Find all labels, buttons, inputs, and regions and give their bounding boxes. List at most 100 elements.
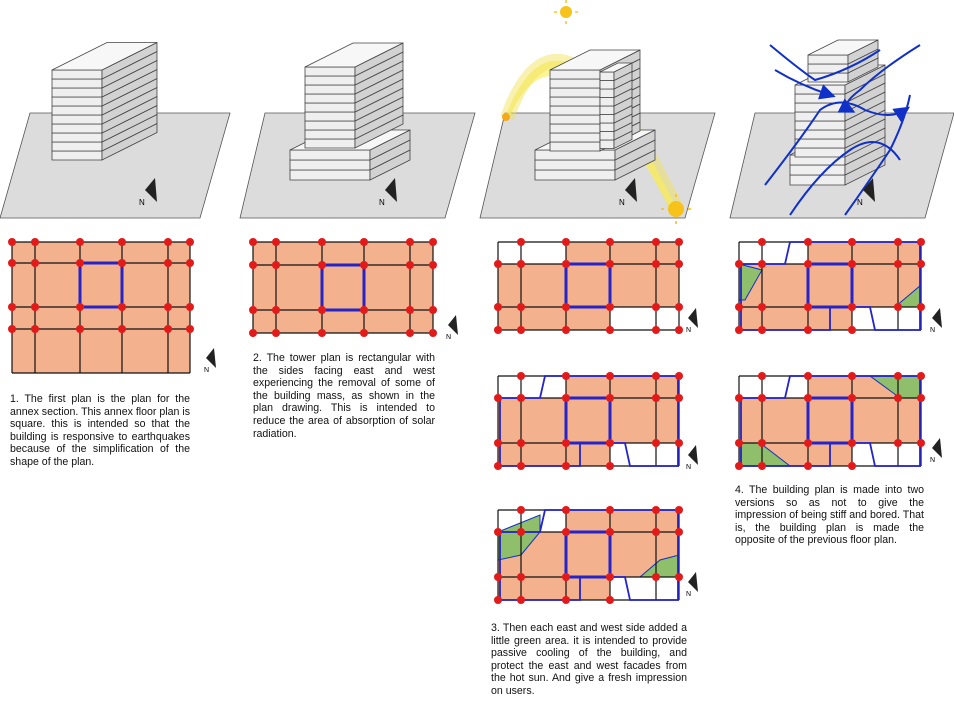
column-dot-icon xyxy=(164,325,172,333)
floor-slab-front xyxy=(794,120,846,131)
column-dot-icon xyxy=(917,260,925,268)
sun-icon xyxy=(554,0,578,24)
floor-slab-front xyxy=(549,78,601,89)
column-dot-icon xyxy=(675,439,683,447)
roof-slab xyxy=(304,42,404,68)
column-dot-icon xyxy=(249,238,257,246)
column-dot-icon xyxy=(318,306,326,314)
floor-slab-front xyxy=(51,123,103,134)
column-dot-icon xyxy=(8,303,16,311)
floor-slab-front xyxy=(549,123,601,134)
floor-slab-front xyxy=(794,84,846,95)
floor-slab-front xyxy=(304,120,356,131)
column-dot-icon xyxy=(848,372,856,380)
column-dot-icon xyxy=(758,372,766,380)
plan-outline xyxy=(740,375,921,467)
column-dot-icon xyxy=(517,528,525,536)
void-bay xyxy=(656,443,679,466)
column-dot-icon xyxy=(848,439,856,447)
floor-slab-front xyxy=(534,169,616,181)
column-dot-icon xyxy=(562,573,570,581)
void-bay xyxy=(852,307,898,330)
floor-slab-front xyxy=(51,150,103,161)
north-arrow-icon: N xyxy=(930,308,942,334)
column-dot-icon xyxy=(606,260,614,268)
floor-slab-front xyxy=(534,149,616,161)
floor-plan-2 xyxy=(249,238,437,337)
column-dot-icon xyxy=(272,238,280,246)
floor-slab-front xyxy=(807,54,849,65)
column-dot-icon xyxy=(917,303,925,311)
floor-slab-front xyxy=(51,141,103,152)
column-dot-icon xyxy=(848,260,856,268)
column-dot-icon xyxy=(429,329,437,337)
north-label: N xyxy=(446,334,451,341)
column-dot-icon xyxy=(406,306,414,314)
column-dot-icon xyxy=(76,238,84,246)
column-dot-icon xyxy=(406,329,414,337)
column-dot-icon xyxy=(118,325,126,333)
column-dot-icon xyxy=(675,372,683,380)
north-label: N xyxy=(930,327,935,334)
void-bay xyxy=(762,376,808,398)
column-dot-icon xyxy=(652,260,660,268)
void-bay xyxy=(656,577,679,600)
column-dot-icon xyxy=(804,462,812,470)
core-outline xyxy=(564,530,612,579)
column-dot-icon xyxy=(804,326,812,334)
column-dot-icon xyxy=(31,259,39,267)
column-dot-icon xyxy=(894,260,902,268)
column-dot-icon xyxy=(758,326,766,334)
floor-slab-front xyxy=(51,114,103,125)
column-dot-icon xyxy=(494,573,502,581)
column-dot-icon xyxy=(848,238,856,246)
column-dot-icon xyxy=(652,394,660,402)
column-dot-icon xyxy=(272,306,280,314)
floor-slab-front xyxy=(599,88,615,98)
floor-slab-front xyxy=(289,159,371,171)
column-dot-icon xyxy=(429,261,437,269)
floor-slab-front xyxy=(549,105,601,116)
sun-icon xyxy=(661,194,691,224)
void-bay xyxy=(656,307,679,330)
column-dot-icon xyxy=(562,372,570,380)
floor-slab-front xyxy=(51,78,103,89)
sun-icon xyxy=(502,113,510,121)
floor-slab-front xyxy=(51,96,103,107)
column-dot-icon xyxy=(758,238,766,246)
core-outline xyxy=(564,262,612,309)
column-dot-icon xyxy=(272,329,280,337)
column-dot-icon xyxy=(562,326,570,334)
column-dot-icon xyxy=(494,596,502,604)
floor-slab-front xyxy=(549,114,601,125)
column-dot-icon xyxy=(917,372,925,380)
column-dot-icon xyxy=(758,462,766,470)
column-dot-icon xyxy=(186,303,194,311)
column-dot-icon xyxy=(804,394,812,402)
column-dot-icon xyxy=(735,394,743,402)
column-dot-icon xyxy=(606,462,614,470)
void-bay xyxy=(762,242,808,264)
void-bay xyxy=(521,242,566,264)
column-dot-icon xyxy=(494,303,502,311)
core-outline xyxy=(564,396,612,445)
floor-slab-front xyxy=(789,164,846,176)
column-dot-icon xyxy=(360,329,368,337)
void-bay xyxy=(498,376,521,398)
column-dot-icon xyxy=(429,238,437,246)
column-dot-icon xyxy=(606,506,614,514)
north-label: N xyxy=(686,591,691,598)
core-outline xyxy=(806,396,854,445)
floor-slab-front xyxy=(794,147,846,158)
column-dot-icon xyxy=(494,394,502,402)
north-arrow-icon: N xyxy=(930,438,942,464)
column-dot-icon xyxy=(735,326,743,334)
column-dot-icon xyxy=(249,261,257,269)
column-dot-icon xyxy=(894,372,902,380)
column-dot-icon xyxy=(606,596,614,604)
roof-slab xyxy=(807,39,879,56)
floor-slab-front xyxy=(304,129,356,140)
column-dot-icon xyxy=(8,259,16,267)
floor-slab-front xyxy=(807,63,849,74)
column-dot-icon xyxy=(249,329,257,337)
